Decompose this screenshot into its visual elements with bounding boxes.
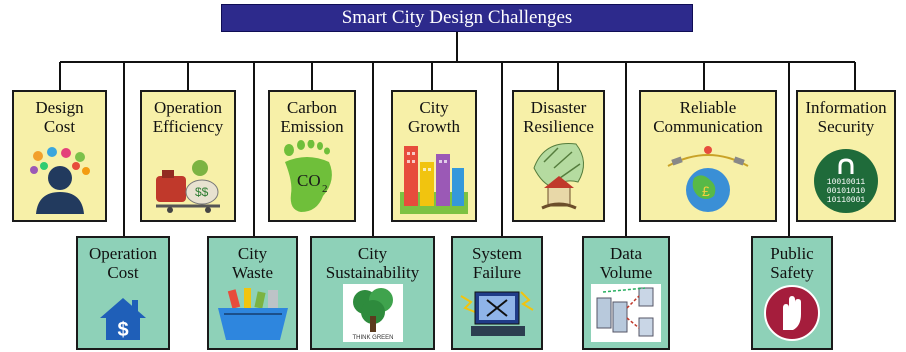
- think-green-tree-icon: THINK GREEN: [342, 284, 403, 342]
- design-cost-box: Design Cost: [12, 90, 107, 222]
- design-cost-label: Design Cost: [35, 98, 84, 136]
- system-failure-label: System Failure: [471, 244, 523, 282]
- city-growth-label: City Growth: [408, 98, 460, 136]
- carbon-emission-label: Carbon Emission: [280, 98, 344, 136]
- city-buildings-icon: [400, 146, 468, 214]
- city-waste-label: City Waste: [231, 244, 274, 282]
- information-security-label: Information Security: [805, 98, 887, 136]
- svg-text:2: 2: [322, 183, 328, 195]
- operation-efficiency-box: Operation Efficiency $$: [140, 90, 236, 222]
- city-growth-box: City Growth: [391, 90, 477, 222]
- public-safety-box: Public Safety: [751, 236, 833, 350]
- information-security-box: Information Security 10010011 00101010 1…: [796, 90, 896, 222]
- house-dollar-icon: $: [100, 298, 146, 341]
- diagram-title: Smart City Design Challenges: [221, 4, 693, 32]
- binary-line-2: 00101010: [827, 187, 866, 196]
- carbon-emission-box: Carbon Emission CO 2: [268, 90, 356, 222]
- data-volume-box: Data Volume: [582, 236, 670, 350]
- operation-cost-label: Operation Cost: [89, 244, 157, 282]
- city-sustainability-box: City Sustainability THINK GREEN: [310, 236, 435, 350]
- svg-text:CO: CO: [297, 171, 321, 190]
- reliable-communication-box: Reliable Communication £: [639, 90, 777, 222]
- city-waste-box: City Waste: [207, 236, 298, 350]
- public-safety-label: Public Safety: [770, 244, 814, 282]
- globe-satellite-icon: £: [667, 146, 749, 212]
- city-sustainability-label: City Sustainability: [325, 244, 420, 282]
- binary-line-1: 10010011: [827, 178, 866, 187]
- data-volume-label: Data Volume: [599, 244, 653, 282]
- operation-cost-box: Operation Cost $: [76, 236, 170, 350]
- storm-house-icon: [532, 143, 584, 210]
- svg-text:£: £: [702, 183, 710, 199]
- binary-line-3: 10110001: [827, 196, 866, 205]
- person-head-with-colorful-icons: [29, 147, 90, 214]
- disaster-resilience-box: Disaster Resilience: [512, 90, 605, 222]
- system-failure-box: System Failure: [451, 236, 543, 350]
- co2-footprint-icon: CO 2: [284, 140, 332, 212]
- svg-text:$$: $$: [195, 185, 209, 199]
- money-jug-cart-icon: $$: [156, 160, 220, 213]
- reliable-communication-label: Reliable Communication: [653, 98, 763, 136]
- operation-efficiency-label: Operation Efficiency: [152, 98, 224, 136]
- recycling-bin-icon: [217, 288, 288, 340]
- data-flow-servers-icon: [591, 284, 661, 342]
- broken-computer-icon: [460, 291, 534, 336]
- disaster-resilience-label: Disaster Resilience: [523, 98, 594, 136]
- safety-glove-icon: [764, 285, 820, 341]
- think-green-text: THINK GREEN: [352, 335, 393, 341]
- svg-text:$: $: [117, 319, 128, 341]
- binary-lock-icon: 10010011 00101010 10110001: [814, 149, 878, 213]
